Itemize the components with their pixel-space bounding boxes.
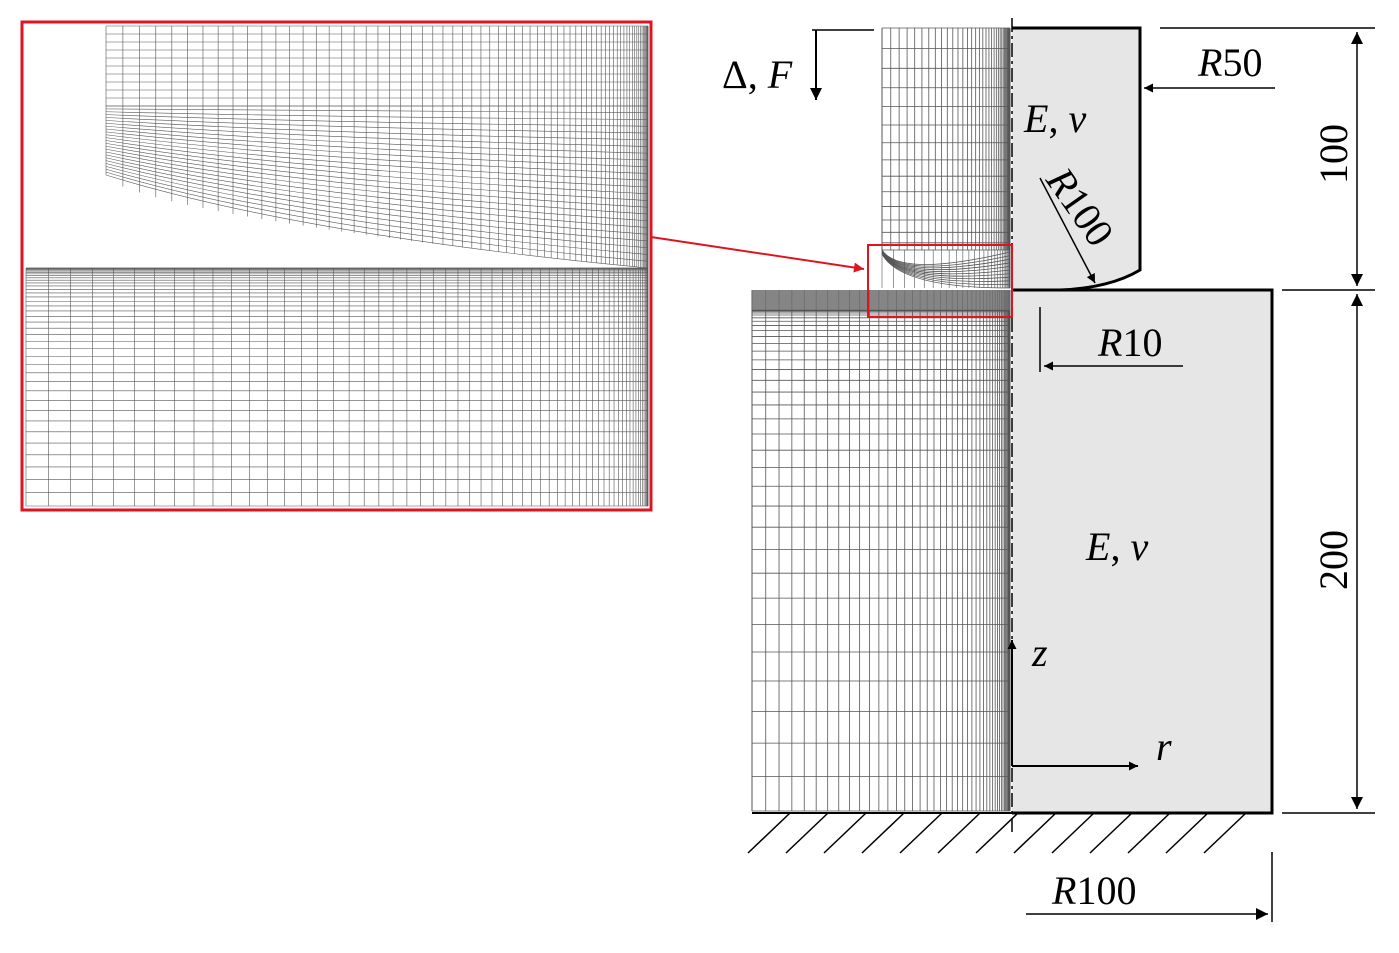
indenter-body (1012, 26, 1142, 292)
mesh-line (105, 148, 649, 208)
mesh-line (105, 122, 649, 147)
dimension-100-label: 100 (1311, 124, 1356, 184)
zoom-connector-arrow (650, 236, 865, 273)
mesh-line (105, 120, 649, 141)
mesh-line (105, 163, 649, 242)
mesh-line (899, 812, 943, 854)
r10-label: R10 (1097, 320, 1162, 365)
r-axis-label: r (1156, 724, 1172, 769)
mesh-line (105, 174, 649, 269)
mesh-line (105, 171, 649, 262)
r100-base-label: R100 (1051, 868, 1136, 913)
mesh-line (105, 111, 649, 120)
mesh-line (105, 157, 649, 228)
mesh-line (1203, 812, 1247, 854)
mesh-line (861, 812, 905, 854)
mesh-line (105, 151, 649, 215)
mesh-line (1051, 812, 1095, 854)
zoom-region-frame (867, 244, 1013, 318)
mesh-line (881, 251, 1011, 273)
mesh-line (881, 250, 1011, 269)
indenter-material-label: E, ν (1023, 96, 1086, 141)
mesh-line (105, 145, 649, 201)
mesh-line (105, 134, 649, 174)
indenter-tip-mesh (881, 249, 1011, 289)
dimension-200: 200 (1282, 294, 1375, 814)
mesh-line (105, 154, 649, 222)
inset-frame (20, 20, 653, 512)
substrate-mesh (751, 290, 1011, 812)
mesh-line (823, 812, 867, 854)
substrate-material-label: E, ν (1085, 524, 1148, 569)
mesh-line (1013, 812, 1057, 854)
inset-mesh (25, 25, 649, 507)
mesh-line (105, 160, 649, 235)
mesh-line (105, 114, 649, 127)
zoom-inset (20, 20, 653, 512)
r50-label: R50 (1197, 40, 1262, 85)
mesh-line (881, 252, 1011, 280)
substrate-body (1012, 288, 1274, 815)
mesh-line (881, 252, 1011, 277)
mesh-line (881, 250, 1011, 271)
dimension-100: 100 (1160, 27, 1375, 291)
substrate-top-band (752, 290, 1010, 310)
mesh-line (975, 812, 1019, 854)
mesh-line (105, 131, 649, 168)
dimension-200-label: 200 (1311, 530, 1356, 590)
r-axis-arrow: r (1012, 724, 1172, 771)
mesh-line (785, 812, 829, 854)
mesh-line (105, 128, 649, 161)
r10-annotation: R10 (1039, 307, 1183, 372)
indenter-mesh (881, 27, 1011, 251)
r100-base-annotation: R100 (1026, 852, 1273, 922)
z-axis-label: z (1031, 630, 1048, 675)
mesh-line (105, 140, 649, 188)
mesh-line (881, 250, 1011, 267)
mesh-line (747, 812, 791, 854)
load-indicator: Δ, F (722, 29, 874, 100)
mesh-line (881, 253, 1011, 289)
mesh-line (105, 166, 649, 249)
mesh-line (881, 253, 1011, 282)
mesh-line (881, 253, 1011, 285)
mesh-line (1127, 812, 1171, 854)
ground-hatching (747, 812, 1272, 854)
mesh-line (105, 125, 649, 154)
z-axis-arrow: z (1007, 630, 1048, 766)
mesh-line (937, 812, 981, 854)
mesh-line (1165, 812, 1209, 854)
mesh-line (881, 251, 1011, 275)
mesh-line (1089, 812, 1133, 854)
mesh-line (105, 168, 649, 255)
mesh-line (105, 117, 649, 134)
mesh-line (105, 137, 649, 181)
mesh-line (881, 249, 1011, 265)
load-label: Δ, F (722, 52, 793, 97)
r50-annotation: R50 (1144, 40, 1275, 93)
mesh-line (105, 143, 649, 195)
